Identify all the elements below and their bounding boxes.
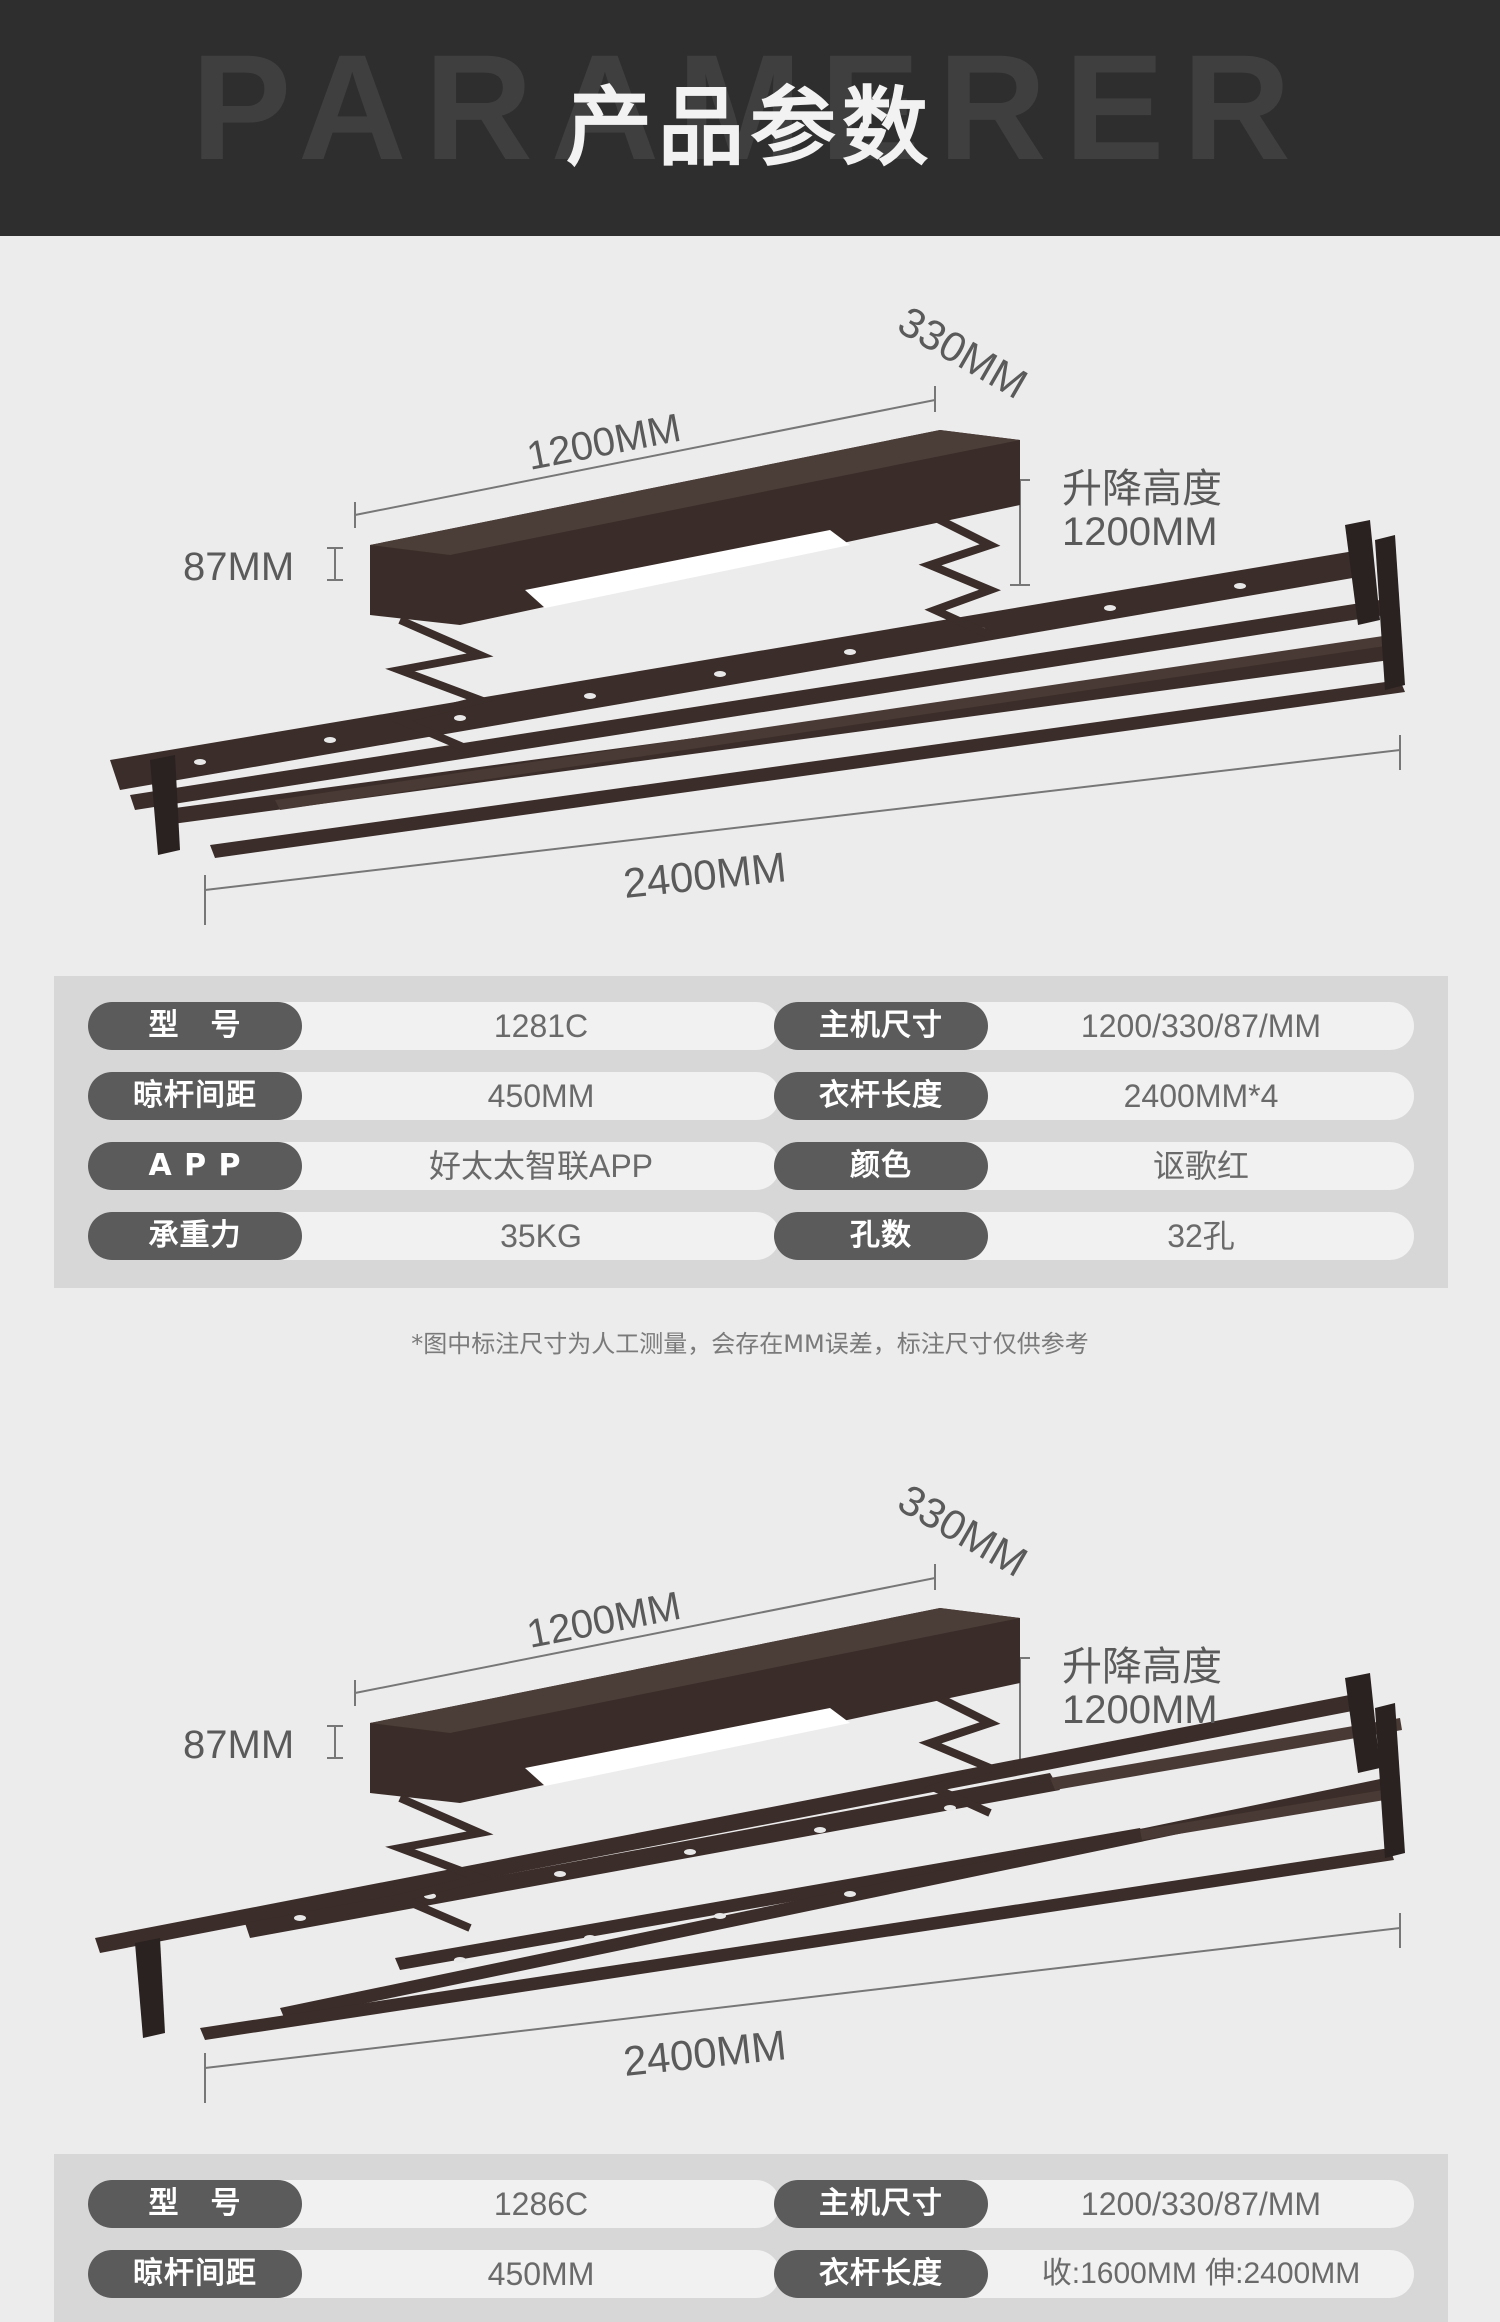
product-diagram-2: 1200MM 330MM 87MM 升降高度 1200MM 2400MM	[0, 1468, 1500, 2118]
lift-height-label: 升降高度	[1062, 1645, 1222, 1689]
depth-host-label: 330MM	[891, 297, 1036, 408]
spec-label: 衣杆长度	[774, 2250, 988, 2298]
spec-row-model: 型 号 1286C	[88, 2180, 780, 2228]
spec-value: 1200/330/87/MM	[1080, 2186, 1322, 2222]
spec-value: 讴歌红	[1152, 1148, 1249, 1184]
spec-label: 颜色	[774, 1142, 988, 1190]
spec-panel-2: 型 号 1286C 主机尺寸 1200/330/87/MM 晾杆间距 450MM…	[54, 2154, 1448, 2322]
rod-length-label: 2400MM	[621, 2021, 788, 2085]
spec-label: 晾杆间距	[88, 2250, 302, 2298]
spec-label: 承重力	[88, 1212, 302, 1260]
spec-row-host-size: 主机尺寸 1200/330/87/MM	[774, 2180, 1414, 2228]
spec-row-holes: 孔数 32孔	[774, 1212, 1414, 1260]
spec-row-app: A P P 好太太智联APP	[88, 1142, 780, 1190]
spec-value: 1286C	[493, 2186, 589, 2222]
height-host-label: 87MM	[183, 545, 294, 589]
spec-value: 2400MM*4	[1123, 1078, 1279, 1114]
spec-label: 型 号	[88, 1002, 302, 1050]
measurement-footnote: *图中标注尺寸为人工测量，会存在MM误差，标注尺寸仅供参考	[411, 1330, 1089, 1358]
spec-label: 衣杆长度	[774, 1072, 988, 1120]
lift-height-label: 升降高度	[1062, 467, 1222, 511]
product-diagram-1: 1200MM 330MM 87MM 升降高度 1200MM 2400MM	[0, 290, 1500, 940]
width-host-label: 1200MM	[523, 1584, 684, 1657]
spec-label: 型 号	[88, 2180, 302, 2228]
page-title: 产品参数	[566, 78, 934, 178]
spec-row-spacing: 晾杆间距 450MM	[88, 2250, 780, 2298]
spec-label: 主机尺寸	[774, 1002, 988, 1050]
spec-row-host-size: 主机尺寸 1200/330/87/MM	[774, 1002, 1414, 1050]
lift-height-value: 1200MM	[1062, 510, 1218, 554]
spec-label: 晾杆间距	[88, 1072, 302, 1120]
rod-length-label: 2400MM	[621, 843, 788, 907]
spec-row-spacing: 晾杆间距 450MM	[88, 1072, 780, 1120]
height-host-label: 87MM	[183, 1723, 294, 1767]
spec-label: 孔数	[774, 1212, 988, 1260]
spec-value: 1281C	[493, 1008, 589, 1044]
spec-value: 450MM	[487, 1078, 595, 1114]
spec-row-load: 承重力 35KG	[88, 1212, 780, 1260]
spec-row-model: 型 号 1281C	[88, 1002, 780, 1050]
spec-row-rod-length: 衣杆长度 收:1600MM 伸:2400MM	[774, 2250, 1414, 2298]
spec-value: 35KG	[500, 1218, 582, 1254]
clothes-rack-illustration-2: 1200MM 330MM 87MM 升降高度 1200MM 2400MM	[95, 1475, 1405, 2103]
spec-label: A P P	[88, 1142, 302, 1190]
spec-value: 450MM	[487, 2256, 595, 2292]
lift-height-value: 1200MM	[1062, 1688, 1218, 1732]
page-header: PARAMERER 产品参数	[0, 0, 1500, 236]
depth-host-label: 330MM	[891, 1475, 1036, 1586]
spec-label: 主机尺寸	[774, 2180, 988, 2228]
width-host-label: 1200MM	[523, 406, 684, 479]
spec-value: 1200/330/87/MM	[1080, 1008, 1322, 1044]
spec-panel-1: 型 号 1281C 主机尺寸 1200/330/87/MM 晾杆间距 450MM…	[54, 976, 1448, 1288]
header-background-word: PARAMERER	[191, 23, 1309, 191]
spec-value: 好太太智联APP	[428, 1148, 654, 1184]
spec-row-rod-length: 衣杆长度 2400MM*4	[774, 1072, 1414, 1120]
spec-value: 收:1600MM 伸:2400MM	[1041, 2257, 1361, 2290]
spec-value: 32孔	[1167, 1218, 1235, 1254]
clothes-rack-illustration-1: 1200MM 330MM 87MM 升降高度 1200MM 2400MM	[110, 297, 1405, 925]
spec-row-color: 颜色 讴歌红	[774, 1142, 1414, 1190]
